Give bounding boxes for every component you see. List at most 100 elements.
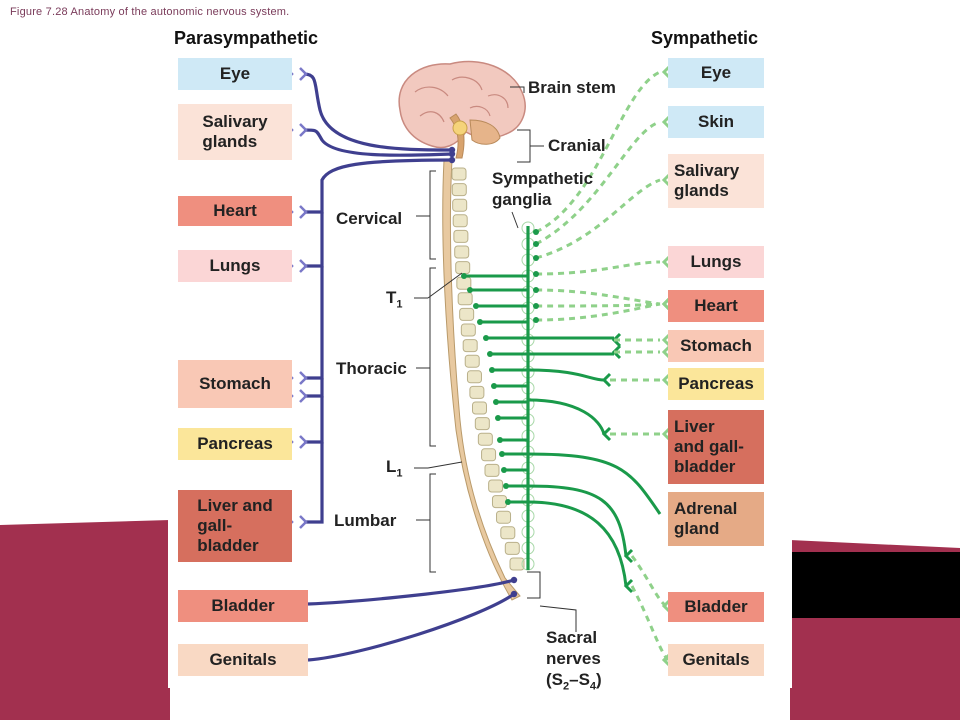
organ-label: Eye (219, 64, 251, 83)
sympathetic-terminal (601, 372, 612, 388)
symp-organ-heart: Heart (668, 290, 764, 322)
para-organ-salivary-glands: Salivary glands (178, 104, 292, 160)
parasympathetic-terminal (299, 371, 308, 385)
parasympathetic-terminal (299, 205, 308, 219)
l1-label: L1 (386, 456, 403, 484)
sympathetic-terminal (601, 426, 612, 442)
para-organ-bladder: Bladder (178, 590, 308, 622)
fiber-origin (497, 437, 503, 443)
vertebra (469, 385, 485, 399)
postganglionic-fiber (535, 302, 661, 308)
synapse-dot (533, 229, 539, 235)
organ-label: Stomach (680, 336, 752, 355)
sympathetic-terminal (623, 578, 634, 594)
para-organ-liver-gallbladder: Liver and gall- bladder (178, 490, 292, 562)
parasympathetic-nerve-path (304, 442, 324, 524)
fiber-origin (477, 319, 483, 325)
organ-label: Heart (213, 201, 257, 220)
parasympathetic-heading: Parasympathetic (174, 28, 319, 48)
collateral-fiber (527, 368, 605, 382)
parasympathetic-terminal (299, 123, 308, 137)
l1-subscript: 1 (396, 467, 403, 480)
vertebra (488, 479, 504, 493)
fiber-origin (501, 467, 507, 473)
fiber-origin (499, 451, 505, 457)
vertebra (481, 448, 497, 462)
para-organ-eye: Eye (178, 58, 292, 90)
synapse-dot (533, 241, 539, 247)
fiber-origin (461, 273, 467, 279)
vertebra (500, 526, 516, 540)
vertebra (462, 339, 478, 353)
organ-label: Heart (694, 296, 738, 315)
parasympathetic-nerve-path (303, 128, 453, 157)
organ-label: Salivary glands (674, 161, 740, 200)
vertebra (484, 463, 500, 477)
vertebra (452, 214, 468, 228)
para-organ-genitals: Genitals (178, 644, 308, 676)
sympathetic-nerves (461, 64, 680, 668)
parasympathetic-terminal (299, 259, 308, 273)
vertebra (453, 229, 469, 243)
sacral-line2: nerves (546, 649, 601, 668)
t1-letter: T (386, 288, 397, 307)
organ-label: Lungs (209, 256, 261, 275)
symp-organ-pancreas: Pancreas (668, 368, 764, 400)
vertebra (464, 354, 480, 368)
cervical-label: Cervical (336, 209, 403, 228)
fiber-origin (505, 499, 511, 505)
symp-organ-salivary-glands: Salivary glands (668, 154, 764, 208)
synapse-dot (533, 255, 539, 261)
vertebra (509, 557, 525, 571)
collateral-fiber (527, 398, 606, 435)
sacral-line1: Sacral (546, 628, 598, 647)
vertebra (466, 370, 482, 384)
collateral-fiber (527, 484, 628, 557)
fiber-origin (495, 415, 501, 421)
symp-organ-liver-gallbladder: Liver and gall- bladder (668, 410, 764, 484)
sacral-dash: –S (569, 670, 590, 689)
symp-organ-eye: Eye (668, 58, 764, 88)
organ-label: Genitals (682, 650, 750, 669)
postganglionic-fiber (535, 120, 661, 246)
parasympathetic-origin (448, 150, 456, 158)
organ-label: Genitals (209, 650, 277, 669)
thoracic-label: Thoracic (336, 359, 407, 378)
organ-label: Lungs (690, 252, 742, 271)
organ-label: Salivary glands (202, 112, 268, 151)
sacral-open: (S (546, 670, 563, 689)
vertebra (474, 417, 490, 431)
organ-label: Adrenal gland (674, 499, 738, 538)
organ-label: Liver and gall- bladder (674, 417, 744, 476)
parasympathetic-origin (510, 590, 518, 598)
vertebra (460, 323, 476, 337)
figure-caption: Figure 7.28 Anatomy of the autonomic ner… (10, 6, 290, 18)
fiber-origin (467, 287, 473, 293)
parasympathetic-nerve-path (304, 266, 324, 380)
fiber-origin (493, 399, 499, 405)
vertebra (504, 541, 520, 555)
organ-label: Liver and gall- bladder (197, 496, 273, 555)
sacral-s4: 4 (589, 680, 597, 693)
postganglionic-fiber (535, 260, 661, 276)
collateral-fiber (527, 452, 662, 515)
symp-organ-lungs: Lungs (668, 246, 764, 278)
postganglionic-fiber (535, 178, 661, 260)
vertebra (496, 510, 512, 524)
region-brackets (414, 86, 577, 632)
organ-label: Pancreas (197, 434, 273, 453)
sacral-s2: 2 (563, 680, 570, 693)
cranial-label: Cranial (548, 136, 606, 155)
parasympathetic-terminal (299, 515, 308, 529)
parasympathetic-nerve-path (307, 578, 515, 606)
collateral-fiber (527, 500, 628, 587)
para-organ-lungs: Lungs (178, 250, 292, 282)
symp-organ-adrenal-gland: Adrenal gland (668, 492, 764, 546)
organ-label: Bladder (211, 596, 275, 615)
vertebra (472, 401, 488, 415)
synapse-dot (533, 303, 539, 309)
vertebra (491, 495, 507, 509)
parasympathetic-terminal (299, 67, 308, 81)
t1-subscript: 1 (396, 298, 403, 311)
